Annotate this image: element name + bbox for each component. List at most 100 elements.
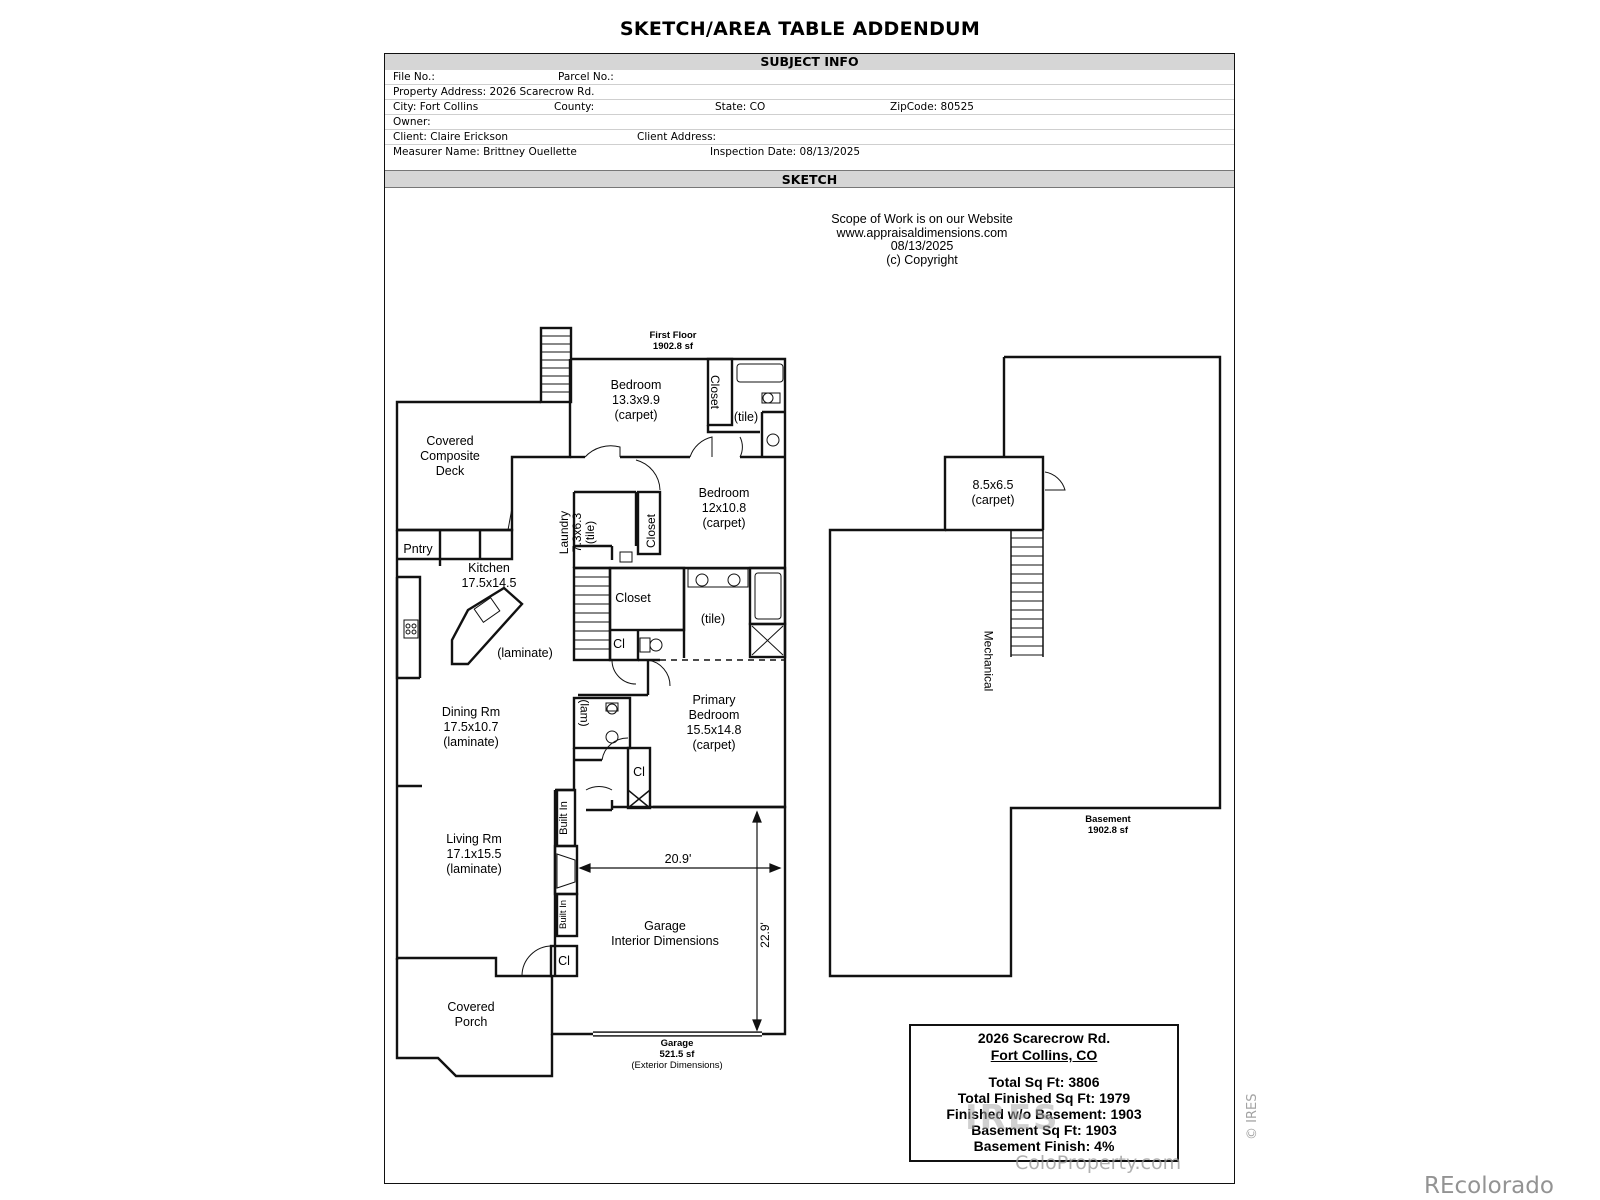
room-size: 15.5x14.8 — [686, 723, 742, 737]
first-floor-outline — [570, 357, 787, 809]
built-in-2-label: Built In — [558, 899, 570, 930]
room-name-1: Primary — [692, 693, 736, 707]
info-row-owner: Owner: — [385, 115, 1234, 130]
scope-line-1: Scope of Work is on our Website — [831, 212, 1013, 226]
first-floor-name: First Floor — [649, 330, 697, 341]
garage-outline — [550, 805, 787, 1036]
info-row-measurer: Measurer Name: Brittney Ouellette Inspec… — [385, 145, 1234, 160]
room-size: 8.5x6.5 — [972, 478, 1014, 492]
garage-name: Garage — [660, 1038, 694, 1049]
basement-area: 1902.8 sf — [1087, 825, 1129, 836]
measurer-field: Measurer Name: Brittney Ouellette — [393, 146, 577, 158]
deck-line-2: Composite — [420, 449, 480, 463]
ires-watermark: IRES — [965, 1098, 1060, 1138]
room-name: Dining Rm — [441, 705, 501, 719]
recolorado-watermark: REcolorado — [1424, 1173, 1554, 1199]
info-row-client: Client: Claire Erickson Client Address: — [385, 130, 1234, 145]
scope-copyright: (c) Copyright — [886, 252, 958, 267]
dining-room-label: Dining Rm 17.5x10.7 (laminate) — [442, 705, 500, 750]
property-address: Property Address: 2026 Scarecrow Rd. — [393, 86, 595, 98]
city-field: City: Fort Collins — [393, 101, 479, 113]
deck-line-3: Deck — [435, 464, 465, 478]
closet-hall-label: Closet — [615, 591, 651, 605]
garage-area: 521.5 sf — [659, 1049, 695, 1060]
half-bath-label: (lam) — [577, 699, 592, 727]
room-size: 12x10.8 — [701, 501, 747, 515]
inspection-date-field: Inspection Date: 08/13/2025 — [710, 146, 861, 158]
info-row-city: City: Fort Collins County: State: CO Zip… — [385, 100, 1234, 115]
room-name: Bedroom — [698, 486, 750, 500]
porch-label: Covered Porch — [447, 1000, 494, 1030]
basement-outline — [828, 355, 1222, 978]
county-field: County: — [554, 101, 595, 113]
client-address-field: Client Address: — [637, 131, 717, 143]
info-row-file: File No.: Parcel No.: — [385, 70, 1234, 85]
room-floor: (carpet) — [692, 738, 736, 752]
bath-top-label: (tile) — [733, 410, 759, 424]
basement-sqft: Basement Sq Ft: 1903 — [971, 1122, 1117, 1138]
parcel-no-label: Parcel No.: — [558, 71, 614, 83]
basement-finish: Basement Finish: 4% — [973, 1138, 1115, 1154]
laundry-label: Laundry 7.3x6.3 (tile) — [557, 511, 598, 554]
garage-depth-label: 22.9' — [757, 922, 772, 948]
basement-name: Basement — [1085, 814, 1131, 825]
garage-label-1: Garage — [644, 919, 686, 933]
living-room-label: Living Rm 17.1x15.5 (laminate) — [446, 832, 502, 877]
kitchen-island — [450, 586, 524, 666]
bath-mid-label: (tile) — [700, 612, 726, 626]
room-floor: (laminate) — [443, 735, 499, 749]
scope-website: www.appraisaldimensions.com — [836, 225, 1008, 240]
closet-mid-label: Closet — [644, 513, 659, 549]
kitchen-floor-label: (laminate) — [497, 646, 553, 660]
basement-room-label: 8.5x6.5 (carpet) — [971, 478, 1014, 508]
garage-caption: Garage 521.5 sf (Exterior Dimensions) — [631, 1038, 722, 1071]
zipcode-field: ZipCode: 80525 — [890, 101, 974, 113]
built-in-1-label: Built In — [557, 801, 570, 835]
room-size: 17.5x10.7 — [443, 720, 499, 734]
finished-without-basement: Finished w/o Basement: 1903 — [946, 1106, 1142, 1122]
room-name: Bedroom — [610, 378, 662, 392]
ires-side-watermark: © IRES — [1245, 1093, 1260, 1140]
room-name-2: Bedroom — [688, 708, 740, 722]
garage-label-2: Interior Dimensions — [611, 934, 719, 948]
summary-address: 2026 Scarecrow Rd. — [977, 1030, 1111, 1046]
room-name: Kitchen — [468, 561, 510, 575]
room-size: 13.3x9.9 — [612, 393, 660, 407]
room-floor: (tile) — [583, 520, 598, 545]
total-finished-sqft: Total Finished Sq Ft: 1979 — [957, 1090, 1131, 1106]
info-row-address: Property Address: 2026 Scarecrow Rd. — [385, 85, 1234, 100]
file-no-label: File No.: — [393, 71, 435, 83]
closet-cl-3-label: Cl — [558, 954, 570, 968]
scope-of-work-note: Scope of Work is on our Website www.appr… — [831, 212, 1013, 267]
addendum-frame: SUBJECT INFO File No.: Parcel No.: Prope… — [384, 53, 1235, 1184]
closet-top-label: Closet — [708, 374, 723, 410]
porch-line-1: Covered — [447, 1000, 495, 1014]
pantry-label: Pntry — [403, 542, 433, 556]
room-floor: (carpet) — [614, 408, 658, 422]
scope-date: 08/13/2025 — [890, 239, 954, 253]
area-summary-box: 2026 Scarecrow Rd. Fort Collins, CO Tota… — [909, 1024, 1179, 1162]
summary-city: Fort Collins, CO — [990, 1047, 1098, 1063]
bedroom-2-label: Bedroom 12x10.8 (carpet) — [699, 486, 750, 531]
total-sqft: Total Sq Ft: 3806 — [988, 1074, 1100, 1090]
room-floor: (laminate) — [446, 862, 502, 876]
closet-cl-1-label: Cl — [613, 637, 625, 651]
document-title: SKETCH/AREA TABLE ADDENDUM — [619, 18, 981, 40]
bedroom-1-label: Bedroom 13.3x9.9 (carpet) — [611, 378, 662, 423]
coloproperty-watermark: ColoProperty.com — [1015, 1152, 1182, 1174]
state-field: State: CO — [715, 101, 766, 113]
basement-caption: Basement 1902.8 sf — [1085, 814, 1130, 836]
closet-cl-2-label: Cl — [633, 765, 645, 779]
primary-bedroom-label: Primary Bedroom 15.5x14.8 (carpet) — [687, 693, 742, 753]
client-field: Client: Claire Erickson — [393, 131, 509, 143]
garage-width-label: 20.9' — [664, 852, 692, 866]
room-size: 17.1x15.5 — [446, 847, 502, 861]
deck-line-1: Covered — [426, 434, 474, 448]
owner-field: Owner: — [393, 116, 431, 128]
garage-note: (Exterior Dimensions) — [631, 1060, 723, 1071]
room-size: 17.5x14.5 — [461, 576, 517, 590]
garage-interior-label: Garage Interior Dimensions — [611, 919, 719, 949]
mechanical-label: Mechanical — [981, 630, 996, 692]
room-floor: (carpet) — [971, 493, 1015, 507]
